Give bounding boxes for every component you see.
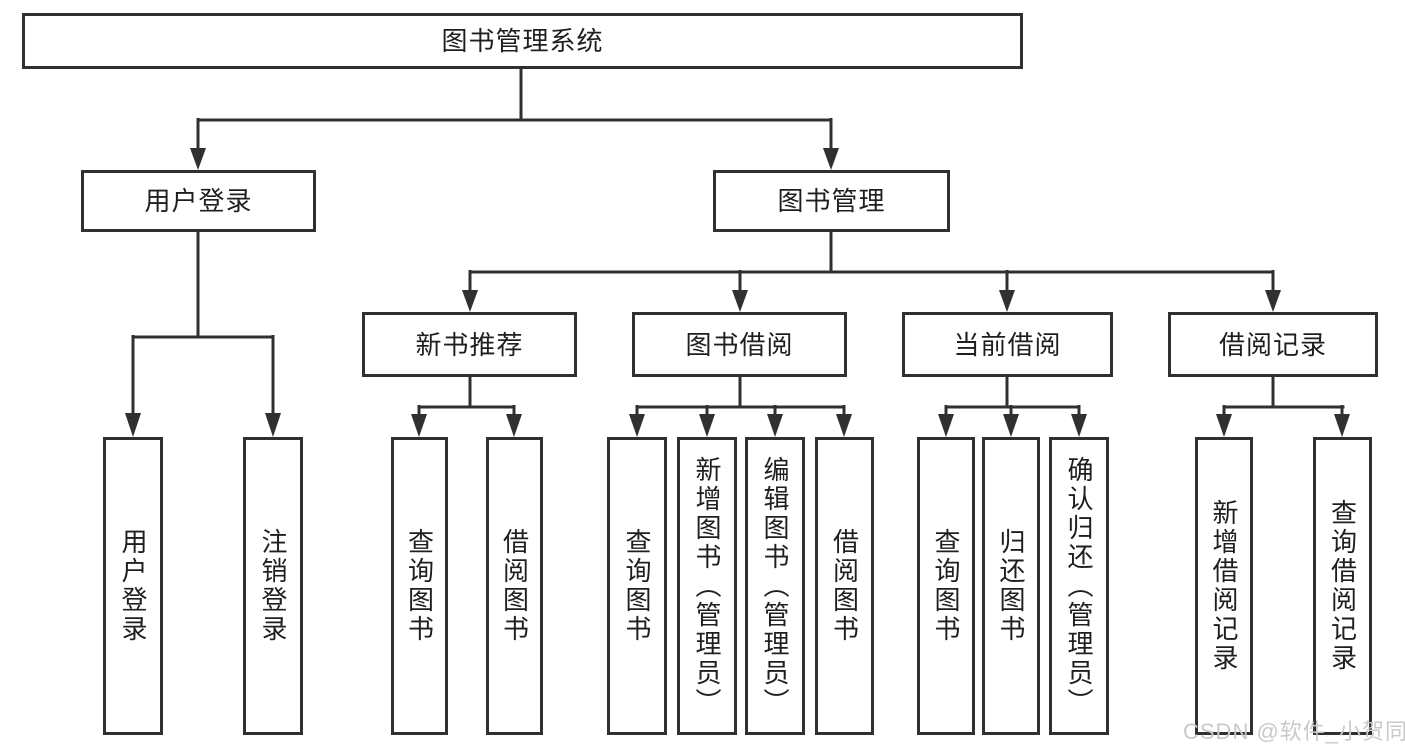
node-book-borrowing-label: 图书借阅	[685, 329, 794, 360]
node-user-login-label: 用户登录	[144, 186, 253, 216]
node-confirm-return-admin: 确认归还（管理员）	[1049, 437, 1109, 735]
node-recommend-borrow-books: 借阅图书	[486, 437, 543, 735]
edge-book-mgmt-to-level2	[462, 232, 1281, 312]
node-add-borrow-record: 新增借阅记录	[1195, 437, 1253, 735]
node-library-management-system: 图书管理系统	[22, 13, 1023, 69]
node-add-books-admin-label: 新增图书（管理员）	[692, 455, 722, 717]
edge-user-login-to-children	[125, 232, 281, 437]
node-recommend-borrow-books-label: 借阅图书	[499, 528, 530, 644]
node-add-books-admin: 新增图书（管理员）	[677, 437, 737, 735]
node-book-management-label: 图书管理	[777, 186, 886, 216]
node-user-login: 用户登录	[81, 170, 316, 232]
node-query-borrow-record: 查询借阅记录	[1313, 437, 1372, 735]
node-edit-books-admin-label: 编辑图书（管理员）	[760, 455, 790, 717]
edge-book-borrow-to-children	[629, 377, 852, 437]
node-query-borrow-record-label: 查询借阅记录	[1327, 499, 1358, 673]
node-borrowing-borrow-books: 借阅图书	[815, 437, 874, 735]
node-borrowing-query-books-label: 查询图书	[622, 528, 652, 644]
node-current-borrowing-label: 当前借阅	[953, 329, 1062, 360]
node-confirm-return-admin-label: 确认归还（管理员）	[1064, 455, 1094, 717]
node-return-books-label: 归还图书	[996, 528, 1026, 644]
node-edit-books-admin: 编辑图书（管理员）	[745, 437, 805, 735]
edge-root-to-level1	[190, 69, 839, 170]
node-book-borrowing: 图书借阅	[632, 312, 847, 377]
node-current-borrowing: 当前借阅	[902, 312, 1113, 377]
node-current-query-books-label: 查询图书	[931, 528, 961, 644]
node-new-book-recommend: 新书推荐	[362, 312, 577, 377]
node-user-login-function-label: 用户登录	[118, 528, 148, 644]
edge-borrow-records-to-children	[1216, 377, 1350, 437]
node-book-management: 图书管理	[713, 170, 950, 232]
node-borrowing-records: 借阅记录	[1168, 312, 1378, 377]
edge-new-book-rec-to-children	[411, 377, 522, 437]
node-logout-function-label: 注销登录	[258, 528, 288, 644]
edge-cur-borrow-to-children	[938, 377, 1087, 437]
node-user-login-function: 用户登录	[103, 437, 163, 735]
node-current-query-books: 查询图书	[917, 437, 975, 735]
node-add-borrow-record-label: 新增借阅记录	[1209, 499, 1239, 673]
node-borrowing-records-label: 借阅记录	[1218, 329, 1327, 360]
node-return-books: 归还图书	[982, 437, 1040, 735]
node-recommend-query-books: 查询图书	[391, 437, 448, 735]
node-recommend-query-books-label: 查询图书	[404, 528, 435, 644]
node-borrowing-query-books: 查询图书	[607, 437, 667, 735]
node-logout-function: 注销登录	[243, 437, 303, 735]
node-borrowing-borrow-books-label: 借阅图书	[829, 528, 860, 644]
node-new-book-recommend-label: 新书推荐	[415, 329, 524, 360]
node-library-management-system-label: 图书管理系统	[441, 26, 604, 56]
csdn-watermark: CSDN @软件_小贺同学	[1183, 719, 1405, 744]
